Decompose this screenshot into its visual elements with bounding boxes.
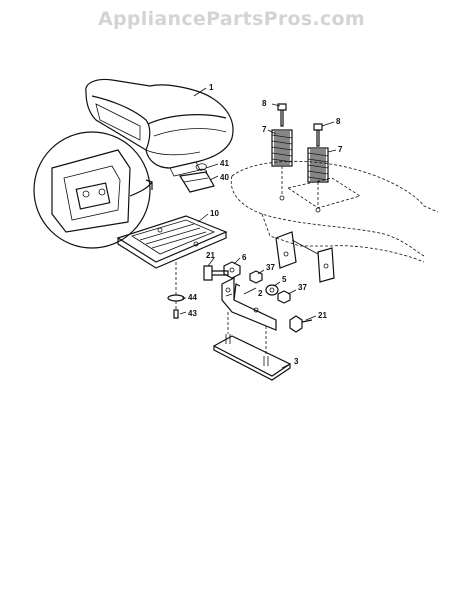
nut-part-6[interactable] (223, 261, 241, 279)
bolt-part-43[interactable] (173, 309, 179, 319)
nut-part-37a[interactable] (249, 270, 263, 284)
callout-7b: 7 (338, 145, 343, 154)
bolt-part-21a[interactable] (203, 265, 229, 281)
seat-pan-part-10[interactable] (116, 215, 228, 269)
bolt-part-21b[interactable] (289, 315, 313, 333)
mower-frame-outline (230, 160, 439, 263)
callout-41: 41 (220, 159, 229, 168)
callout-5: 5 (282, 275, 287, 284)
nut-part-37b[interactable] (277, 290, 291, 304)
callout-2: 2 (258, 289, 263, 298)
seat-latch-detail-view (33, 131, 153, 249)
mounting-plate-part-3[interactable] (212, 334, 292, 381)
callout-44: 44 (188, 293, 197, 302)
callout-43: 43 (188, 309, 197, 318)
watermark: AppliancePartsPros.com (97, 8, 365, 30)
callout-8b: 8 (336, 117, 341, 126)
washer-part-44[interactable] (167, 294, 185, 302)
washer-part-5[interactable] (265, 284, 279, 296)
callout-37b: 37 (298, 283, 307, 292)
callout-labels: 1 2 3 5 6 7 7 8 8 10 21 21 37 37 40 41 4… (188, 83, 343, 366)
frame-bracket[interactable] (275, 231, 335, 283)
bolt-part-8a[interactable] (277, 103, 287, 127)
callout-10: 10 (210, 209, 219, 218)
callout-1: 1 (209, 83, 214, 92)
seat-bracket-part-2[interactable] (221, 277, 277, 331)
pivot-bracket-part-40[interactable] (179, 171, 215, 193)
spring-part-7a[interactable] (271, 129, 293, 167)
callout-7a: 7 (262, 125, 267, 134)
callout-6: 6 (242, 253, 247, 262)
spring-part-7b[interactable] (307, 147, 329, 183)
bolt-part-8b[interactable] (313, 123, 323, 147)
callout-21b: 21 (318, 311, 327, 320)
leader-lines (179, 87, 337, 369)
callout-37a: 37 (266, 263, 275, 272)
seat-part-1[interactable] (85, 78, 234, 177)
callout-8a: 8 (262, 99, 267, 108)
callout-21a: 21 (206, 251, 215, 260)
callout-3: 3 (294, 357, 299, 366)
callout-40: 40 (220, 173, 229, 182)
